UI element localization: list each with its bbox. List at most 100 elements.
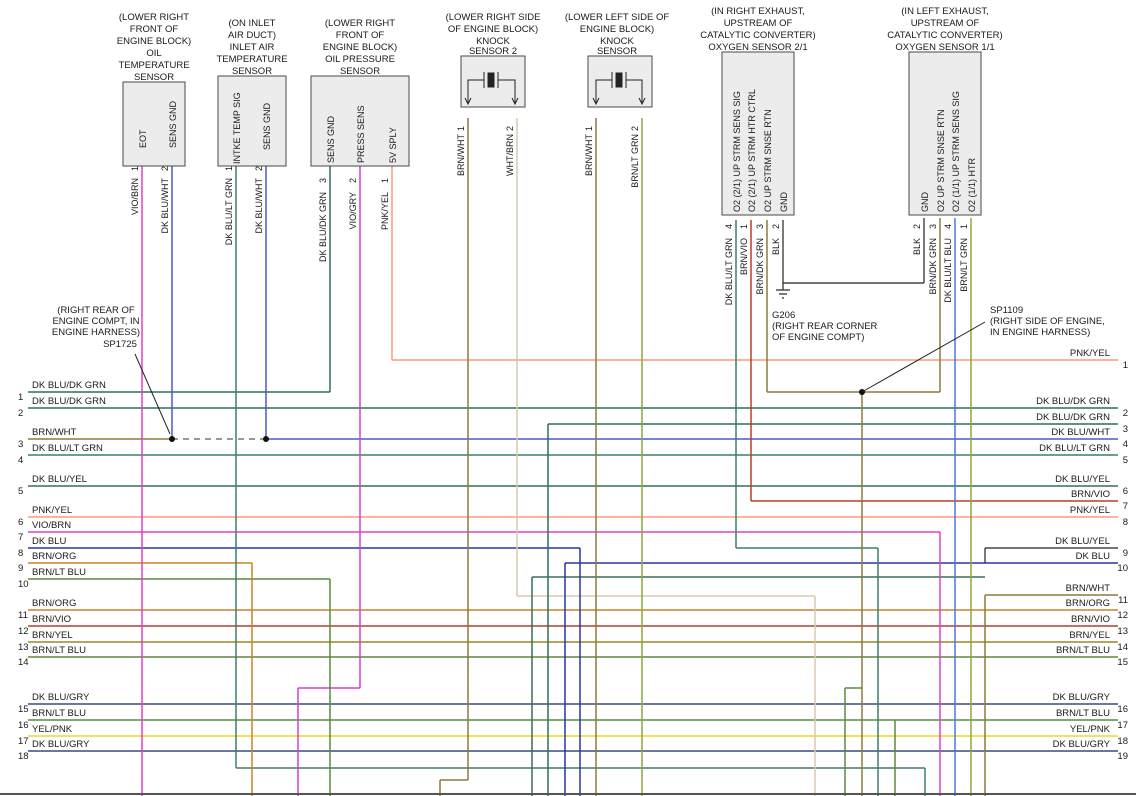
left-wire-label: DK BLU/DK GRN bbox=[32, 380, 106, 391]
right-wire-label: DK BLU/GRY bbox=[1053, 739, 1111, 750]
right-wire-label: DK BLU/GRY bbox=[1053, 692, 1111, 703]
o2-21-wire-0: DK BLU/LT GRN bbox=[724, 238, 734, 305]
oil-temp-wire1: VIO/BRN bbox=[130, 178, 140, 215]
knock1-pin1-num: 1 bbox=[584, 126, 594, 131]
left-wire-label: DK BLU bbox=[32, 536, 66, 547]
oil-press-wire3: DK BLU/DK GRN bbox=[318, 192, 328, 262]
left-wire-num: 12 bbox=[18, 626, 29, 637]
oil-temp-sensor-box bbox=[122, 81, 186, 167]
o2-11-pin-name-3: O2 (1/1) HTR bbox=[967, 157, 977, 212]
o2-11-pin-name-2: O2 (1/1) UP STRM SENS SIG bbox=[951, 91, 961, 212]
intake-wire1: DK BLU/LT GRN bbox=[224, 178, 234, 245]
g206-l1: G206 bbox=[772, 310, 795, 321]
o2-11-wire-2: DK BLU/LT BLU bbox=[943, 238, 953, 303]
right-wire-num: 2 bbox=[1123, 408, 1128, 419]
o2-11-name: OXYGEN SENSOR 1/1 bbox=[895, 42, 994, 53]
knock2-wire2: WHT/BRN bbox=[505, 134, 515, 176]
left-wire-num: 10 bbox=[18, 579, 29, 590]
right-wire-num: 9 bbox=[1123, 548, 1128, 559]
o2-21-desc2: UPSTREAM OF bbox=[724, 18, 793, 29]
left-wire-label: YEL/PNK bbox=[32, 724, 73, 735]
left-wire-label: PNK/YEL bbox=[32, 505, 72, 516]
left-wire-num: 17 bbox=[18, 736, 29, 747]
knock2-pin1-num: 1 bbox=[456, 126, 466, 131]
intake-air-sensor-box bbox=[217, 75, 287, 167]
right-wire-num: 3 bbox=[1123, 424, 1128, 435]
right-wire-label: YEL/PNK bbox=[1070, 724, 1111, 735]
left-wire-label: BRN/YEL bbox=[32, 630, 73, 641]
right-wire-label: DK BLU/YEL bbox=[1055, 474, 1110, 485]
left-wire-label: DK BLU/LT GRN bbox=[32, 443, 103, 454]
right-wire-label: BRN/ORG bbox=[1066, 598, 1110, 609]
right-wire-label: BRN/VIO bbox=[1071, 614, 1110, 625]
oil-temp-pin2-name: SENS GND bbox=[168, 100, 178, 148]
o2-21-pin-name-3: GND bbox=[779, 192, 789, 213]
left-wire-label: BRN/LT BLU bbox=[32, 645, 86, 656]
right-wire-label: BRN/LT BLU bbox=[1056, 708, 1110, 719]
left-wire-label: BRN/ORG bbox=[32, 598, 76, 609]
o2-21-wire-1: BRN/VIO bbox=[739, 238, 749, 275]
o2-11-pin-num-3: 1 bbox=[959, 224, 969, 229]
oil-press-wire2: VIO/GRY bbox=[348, 192, 358, 229]
left-wire-num: 16 bbox=[18, 720, 29, 731]
right-wire-label: DK BLU/YEL bbox=[1055, 536, 1110, 547]
g206-l2: (RIGHT REAR CORNER bbox=[772, 321, 878, 332]
knock2-name1: KNOCK bbox=[476, 36, 510, 47]
right-wire-label: BRN/YEL bbox=[1069, 630, 1110, 641]
ground-g206-symbol bbox=[776, 289, 790, 299]
left-wire-num: 18 bbox=[18, 751, 29, 762]
oil-press-desc1: (LOWER RIGHT bbox=[325, 18, 395, 29]
knock-sensor-2-symbol bbox=[464, 72, 519, 106]
right-wire-num: 10 bbox=[1117, 563, 1128, 574]
o2-21-pin-name-1: O2 (2/1) UP STRM HTR CTRL bbox=[747, 89, 757, 212]
knock1-pin2-num: 2 bbox=[630, 126, 640, 131]
right-wire-num: 14 bbox=[1117, 642, 1128, 653]
intake-pin1-name: INTKE TEMP SIG bbox=[232, 92, 242, 164]
left-wire-label: BRN/LT BLU bbox=[32, 567, 86, 578]
left-wire-num: 4 bbox=[18, 455, 23, 466]
oil-press-wire1: PNK/YEL bbox=[380, 192, 390, 230]
right-wire-label: DK BLU bbox=[1076, 551, 1110, 562]
right-wire-num: 6 bbox=[1123, 486, 1128, 497]
leader-sp1725 bbox=[134, 353, 171, 435]
o2-11-pin-num-1: 3 bbox=[928, 224, 938, 229]
knock1-wire1: BRN/WHT bbox=[584, 134, 594, 176]
o2-21-name: OXYGEN SENSOR 2/1 bbox=[708, 42, 807, 53]
oil-press-desc2: FRONT OF bbox=[336, 30, 385, 41]
harness-lines bbox=[28, 359, 1118, 752]
o2-21-pin-name-2: O2 UP STRM SNSE RTN bbox=[763, 109, 773, 212]
knock1-wire2: BRN/LT GRN bbox=[630, 134, 640, 188]
left-wire-label: BRN/LT BLU bbox=[32, 708, 86, 719]
knock1-desc2: ENGINE BLOCK) bbox=[580, 24, 654, 35]
knock1-desc1: (LOWER LEFT SIDE OF bbox=[565, 12, 670, 23]
sp1725-l4: SP1725 bbox=[103, 339, 137, 350]
oil-press-pin1-num: 1 bbox=[380, 178, 390, 183]
o2-11-pin-name-0: GND bbox=[920, 192, 930, 213]
left-wire-label: DK BLU/GRY bbox=[32, 739, 90, 750]
right-wire-num: 12 bbox=[1117, 610, 1128, 621]
right-wire-num: 4 bbox=[1123, 439, 1128, 450]
right-wire-label: DK BLU/LT GRN bbox=[1039, 443, 1110, 454]
o2-11-pin-name-1: O2 UP STRM SNSE RTN bbox=[936, 109, 946, 212]
splice-dot-sp1725-b bbox=[263, 436, 269, 442]
knock2-wire1: BRN/WHT bbox=[456, 134, 466, 176]
right-wire-num: 5 bbox=[1123, 455, 1128, 466]
o2-21-pin-name-0: O2 (2/1) UP STRM SENS SIG bbox=[732, 91, 742, 212]
intake-name1: INLET AIR bbox=[230, 42, 275, 53]
right-wire-num: 19 bbox=[1117, 751, 1128, 762]
oil-temp-pin1-name: EOT bbox=[138, 129, 148, 148]
o2-11-desc1: (IN LEFT EXHAUST, bbox=[901, 6, 988, 17]
left-wire-label: BRN/VIO bbox=[32, 614, 71, 625]
right-wire-label: DK BLU/DK GRN bbox=[1036, 412, 1110, 423]
o2-sensor-11-box bbox=[908, 51, 982, 216]
left-wire-num: 8 bbox=[18, 548, 23, 559]
sp1109-l1: SP1109 bbox=[990, 305, 1023, 316]
o2-sensor-21-box bbox=[721, 51, 795, 216]
sp1725-l2: ENGINE COMPT, IN bbox=[52, 316, 139, 327]
right-wire-label: BRN/VIO bbox=[1071, 489, 1110, 500]
left-wire-num: 14 bbox=[18, 657, 29, 668]
right-wire-num: 15 bbox=[1117, 657, 1128, 668]
